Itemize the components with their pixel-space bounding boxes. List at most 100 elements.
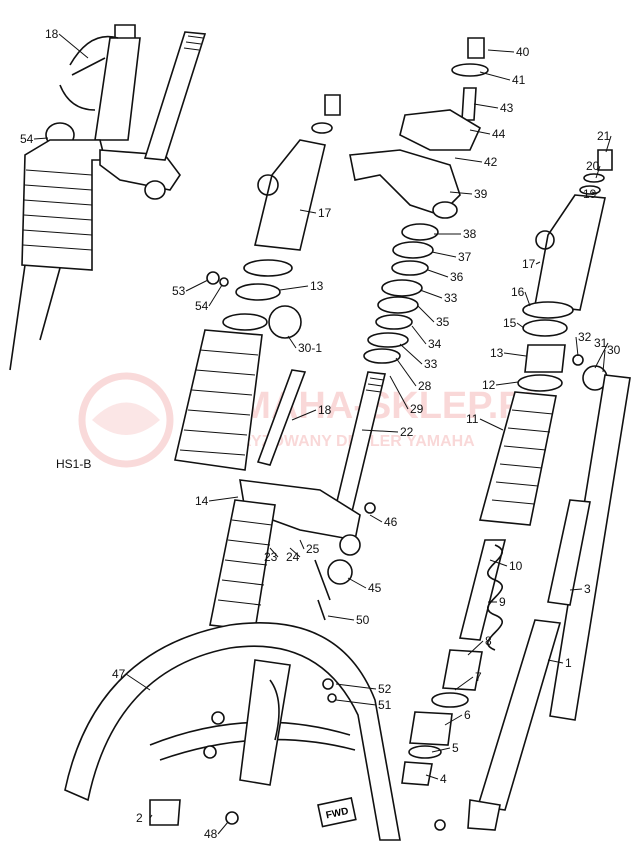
part-label-38: 38: [463, 227, 477, 241]
part-label-41: 41: [512, 73, 526, 87]
leader-line-24: [289, 547, 301, 558]
front-fender: [64, 622, 446, 841]
part-label-14: 14: [195, 494, 209, 508]
leader-line-35: [417, 305, 435, 323]
part-label-34: 34: [428, 337, 442, 351]
leader-line-18a: [58, 33, 89, 59]
leader-line-40: [487, 49, 515, 53]
part-label-10: 10: [509, 559, 523, 573]
leader-line-36: [427, 269, 449, 278]
part-label-33a: 33: [444, 291, 458, 305]
part-label-19: 19: [583, 187, 597, 201]
part-label-4: 4: [440, 772, 447, 786]
leader-line-44: [469, 129, 491, 135]
leader-line-21: [605, 135, 612, 153]
part-label-39: 39: [474, 187, 488, 201]
part-label-1: 1: [565, 656, 572, 670]
part-label-50: 50: [356, 613, 370, 627]
part-label-22: 22: [400, 425, 414, 439]
leader-line-46: [369, 514, 383, 523]
part-label-3: 3: [584, 582, 591, 596]
part-label-24: 24: [286, 550, 300, 564]
leader-line-53: [185, 279, 209, 292]
leader-line-37: [431, 251, 457, 258]
part-label-44: 44: [492, 127, 506, 141]
part-label-16: 16: [511, 285, 525, 299]
leader-line-43: [473, 103, 499, 109]
part-label-13a: 13: [310, 279, 324, 293]
part-label-29: 29: [410, 402, 424, 416]
part-label-25: 25: [306, 542, 320, 556]
leader-line-16: [524, 291, 531, 307]
leader-line-12: [495, 381, 519, 386]
leader-line-13a: [279, 285, 309, 291]
leader-line-23: [269, 547, 279, 558]
leader-line-28: [395, 357, 417, 387]
leader-lines: [33, 33, 612, 835]
part-label-17a: 17: [318, 206, 332, 220]
part-label-42: 42: [484, 155, 498, 169]
part-label-30-1: 30-1: [298, 341, 322, 355]
fwd-stamp: FWD: [317, 796, 357, 828]
part-label-37: 37: [458, 250, 472, 264]
leader-line-17b: [535, 261, 541, 265]
leader-line-2: [149, 814, 153, 819]
leader-line-29: [389, 375, 409, 410]
part-label-13b: 13: [490, 346, 504, 360]
leader-line-19: [591, 191, 598, 195]
watermark-logo-icon: [78, 372, 174, 468]
leader-line-4: [425, 774, 439, 780]
leader-line-25: [299, 539, 305, 550]
part-label-15: 15: [503, 316, 517, 330]
part-label-35: 35: [436, 315, 450, 329]
leader-line-33b: [399, 343, 423, 365]
leader-line-51: [335, 699, 377, 706]
part-label-51: 51: [378, 698, 392, 712]
part-label-9: 9: [499, 595, 506, 609]
leader-line-17a: [299, 209, 317, 214]
leader-line-31: [594, 342, 609, 369]
part-label-47: 47: [112, 667, 126, 681]
part-label-18b: 18: [318, 403, 332, 417]
part-label-54a: 54: [20, 132, 34, 146]
part-label-20: 20: [586, 159, 600, 173]
part-label-5: 5: [452, 741, 459, 755]
fwd-stamp-text: FWD: [325, 806, 350, 821]
part-label-43: 43: [500, 101, 514, 115]
part-label-17b: 17: [522, 257, 536, 271]
leader-line-47: [125, 673, 151, 691]
right-fork-assembly: [401, 149, 631, 831]
leader-line-1: [547, 659, 564, 664]
leader-line-5: [431, 747, 451, 753]
part-label-6: 6: [464, 708, 471, 722]
leader-line-54b: [208, 284, 223, 307]
leader-line-32: [575, 336, 579, 357]
part-label-36: 36: [450, 270, 464, 284]
center-fork-assembly: [174, 94, 376, 631]
leader-line-45: [347, 577, 367, 589]
leader-line-10: [489, 559, 508, 567]
part-label-12: 12: [482, 378, 496, 392]
part-label-53: 53: [172, 284, 186, 298]
leader-line-52: [335, 683, 377, 690]
part-label-31: 31: [594, 336, 608, 350]
leader-line-34: [411, 325, 427, 345]
part-label-21: 21: [597, 129, 611, 143]
part-label-7: 7: [475, 670, 482, 684]
part-label-18a: 18: [45, 27, 59, 41]
part-label-33b: 33: [424, 357, 438, 371]
part-label-46: 46: [384, 515, 398, 529]
part-label-8: 8: [485, 634, 492, 648]
left-fork-assembly: [9, 24, 207, 371]
leader-line-14: [208, 496, 239, 502]
leader-line-33a: [419, 289, 443, 299]
leader-line-48: [217, 821, 229, 835]
leader-line-30: [602, 349, 606, 373]
leader-line-15: [516, 322, 525, 329]
leader-line-50: [327, 615, 355, 621]
part-label-11: 11: [466, 412, 479, 426]
part-label-52: 52: [378, 682, 392, 696]
part-label-45: 45: [368, 581, 382, 595]
